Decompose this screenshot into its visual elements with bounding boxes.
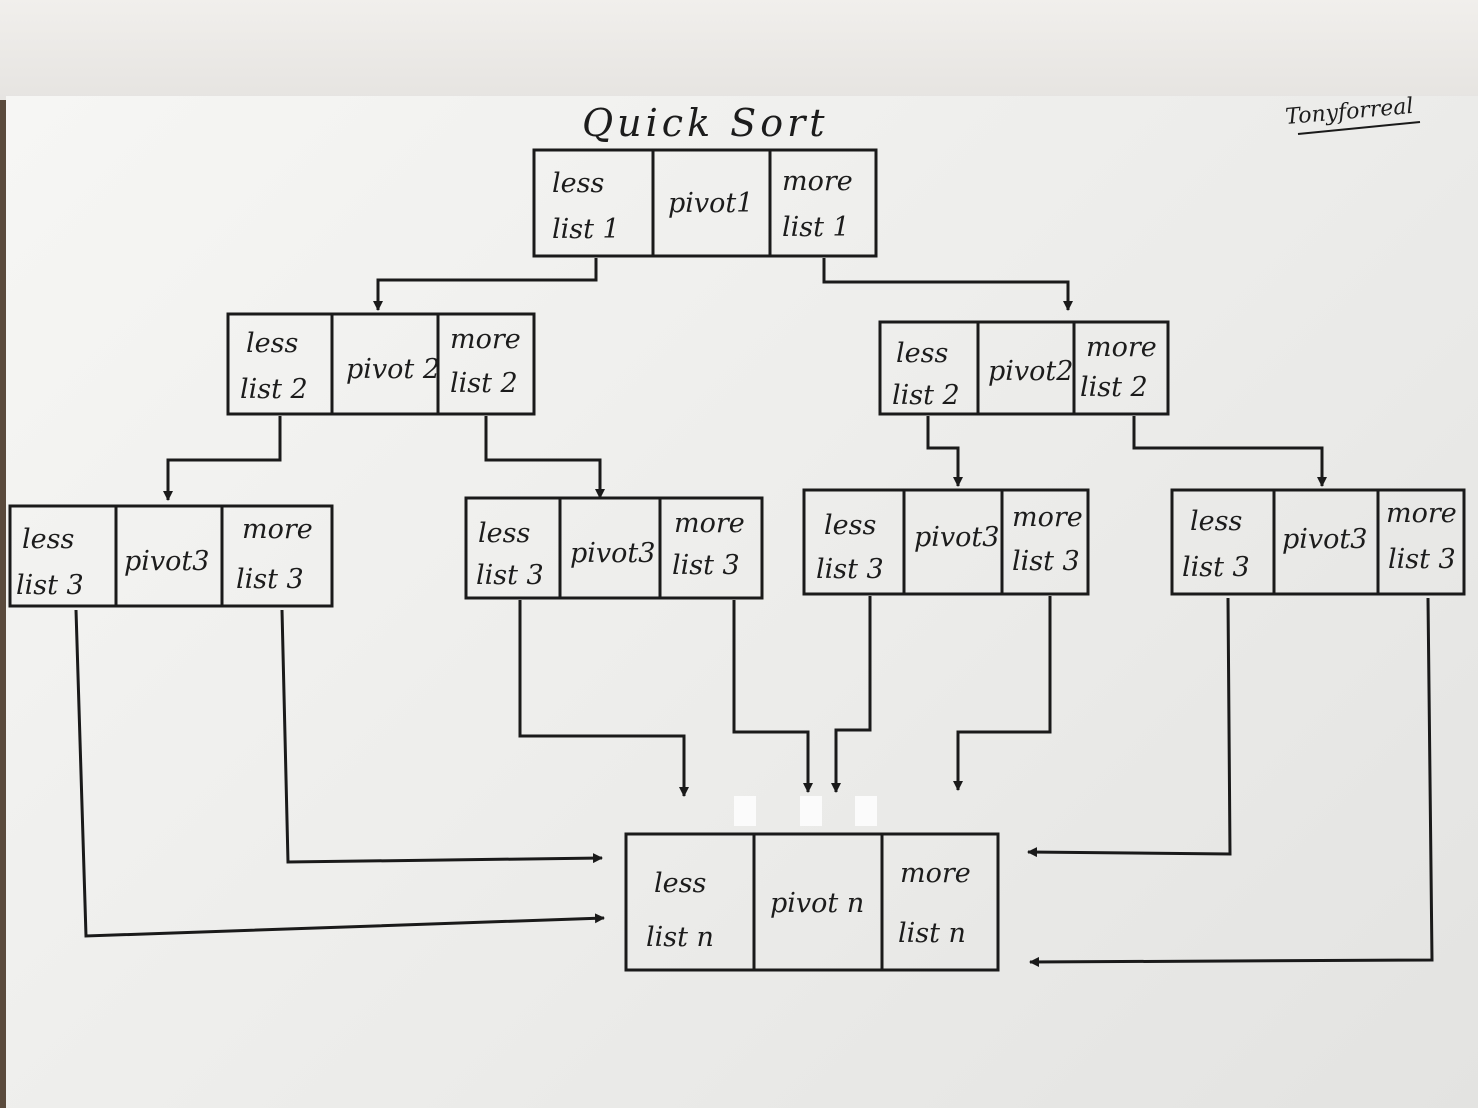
cell-label: list 2 [240,374,308,405]
node-level3-d [1170,488,1466,596]
connector-arrow [518,600,689,797]
node-final [624,832,1000,972]
cell-label: pivot3 [914,522,999,553]
cell-label: pivot3 [570,538,655,569]
node-border [226,312,536,416]
cell-label: list 2 [1080,372,1148,403]
node-border [624,832,1000,972]
cell-label: list 1 [782,212,850,243]
tape-piece [734,796,756,826]
cell-label: more [900,858,971,889]
cell-label: list 3 [1182,552,1250,583]
cell-label: list 3 [236,564,304,595]
node-border [878,320,1170,416]
connector-arrow [163,416,282,501]
node-level2-left [226,312,536,416]
cell-label: list 3 [672,550,740,581]
cell-label: more [782,166,853,197]
connector-arrow [1132,416,1327,487]
connector-arrow [732,600,813,793]
tape-piece [855,796,877,826]
connector-arrow [484,416,605,499]
cell-label: list n [646,922,714,953]
cell-label: less [1190,506,1242,537]
cell-label: more [1386,498,1457,529]
cell-label: less [22,524,74,555]
node-level3-a [8,504,334,608]
cell-label: pivot n [770,888,864,919]
cell-label: more [674,508,745,539]
cell-label: list 2 [450,368,518,399]
connector-arrow [1027,597,1232,858]
connector-arrow [373,258,598,311]
connector-arrow [1029,597,1434,967]
cell-label: less [824,510,876,541]
cell-label: list 3 [816,554,884,585]
node-level2-right [878,320,1170,416]
cell-label: pivot3 [1282,524,1367,555]
node-border [1170,488,1466,596]
node-level3-c [802,488,1090,596]
background-wall [0,0,1478,100]
connector-arrow [926,416,963,487]
cell-label: pivot3 [124,546,209,577]
cell-label: more [242,514,313,545]
cell-label: more [450,324,521,355]
diagram-title: Quick Sort [582,101,829,145]
cell-label: less [654,868,706,899]
node-border [8,504,334,608]
node-border [532,148,878,258]
node-root [532,148,878,258]
node-border [464,496,764,600]
node-border [802,488,1090,596]
connector-arrow [953,596,1052,791]
connector-arrow [822,258,1073,311]
cell-label: list 2 [892,380,960,411]
cell-label: pivot1 [668,188,753,219]
cell-label: pivot2 [988,356,1073,387]
cell-label: less [552,168,604,199]
cell-label: list n [898,918,966,949]
cell-label: less [246,328,298,359]
cell-label: less [896,338,948,369]
connector-arrow [831,596,872,793]
signature-underline [1297,121,1421,135]
cell-label: more [1012,502,1083,533]
cell-label: list 3 [1388,544,1456,575]
node-level3-b [464,496,764,600]
cell-label: list 3 [1012,546,1080,577]
cell-label: pivot 2 [346,354,440,385]
tape-piece [800,796,822,826]
cell-label: list 1 [552,214,620,245]
paper-sheet [6,96,1478,1108]
cell-label: less [478,518,530,549]
connector-arrow [280,609,603,864]
cell-label: more [1086,332,1157,363]
cell-label: list 3 [16,570,84,601]
connector-arrow [74,609,605,938]
cell-label: list 3 [476,560,544,591]
